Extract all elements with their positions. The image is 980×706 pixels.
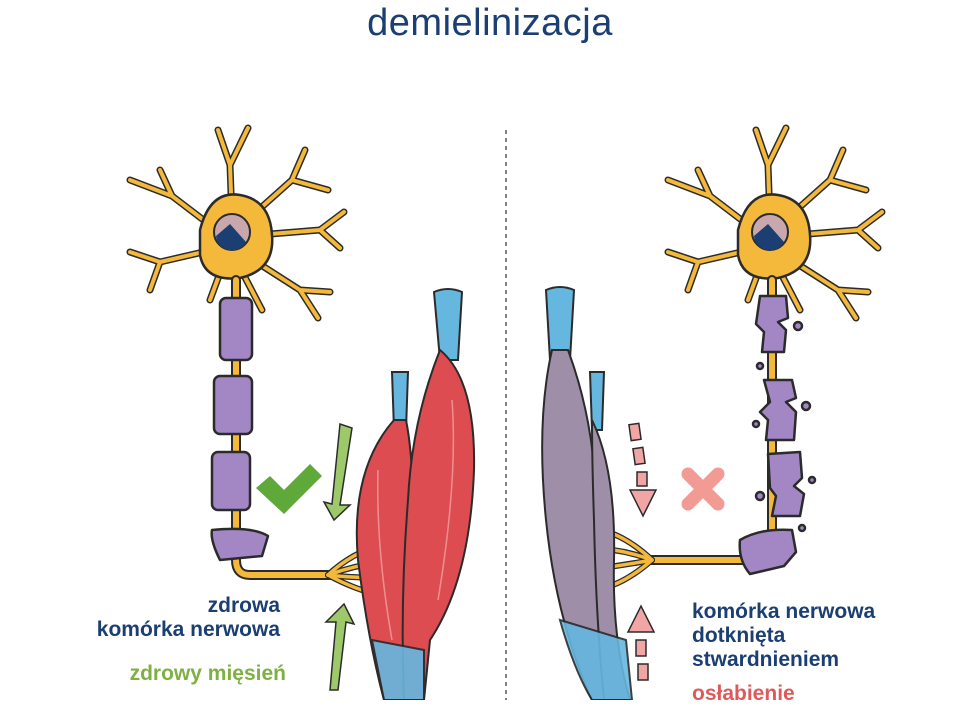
page-title: demielinizacja [367, 2, 613, 44]
affected-cell-label-line1: komórka nerwowa [692, 600, 876, 623]
weakened-muscle [541, 286, 634, 700]
weakness-label: osłabienie [692, 682, 795, 705]
healthy-neuron [126, 124, 417, 601]
myelin-sheath [210, 296, 270, 562]
signal-arrow-up [324, 602, 356, 691]
signal-arrow-down [322, 422, 353, 522]
healthy-cell-label-line1: zdrowa [207, 594, 280, 617]
affected-cell-label: komórka nerwowa dotknięta stwardnieniem [692, 600, 942, 672]
checkmark-icon [256, 464, 322, 514]
weak-signal-arrow-down [628, 422, 658, 518]
healthy-muscle [355, 288, 476, 700]
affected-cell-label-line2: dotknięta [692, 624, 786, 647]
affected-cell-label-line3: stwardnieniem [692, 648, 840, 671]
damaged-neuron [583, 124, 886, 593]
healthy-muscle-label: zdrowy mięsień [129, 662, 286, 685]
damaged-myelin [738, 294, 817, 576]
weak-signal-arrow-up [626, 604, 656, 681]
healthy-cell-label-line2: komórka nerwowa [96, 618, 280, 641]
axon [645, 275, 777, 565]
healthy-cell-label: zdrowa komórka nerwowa [40, 594, 280, 642]
x-mark-icon [681, 467, 725, 511]
